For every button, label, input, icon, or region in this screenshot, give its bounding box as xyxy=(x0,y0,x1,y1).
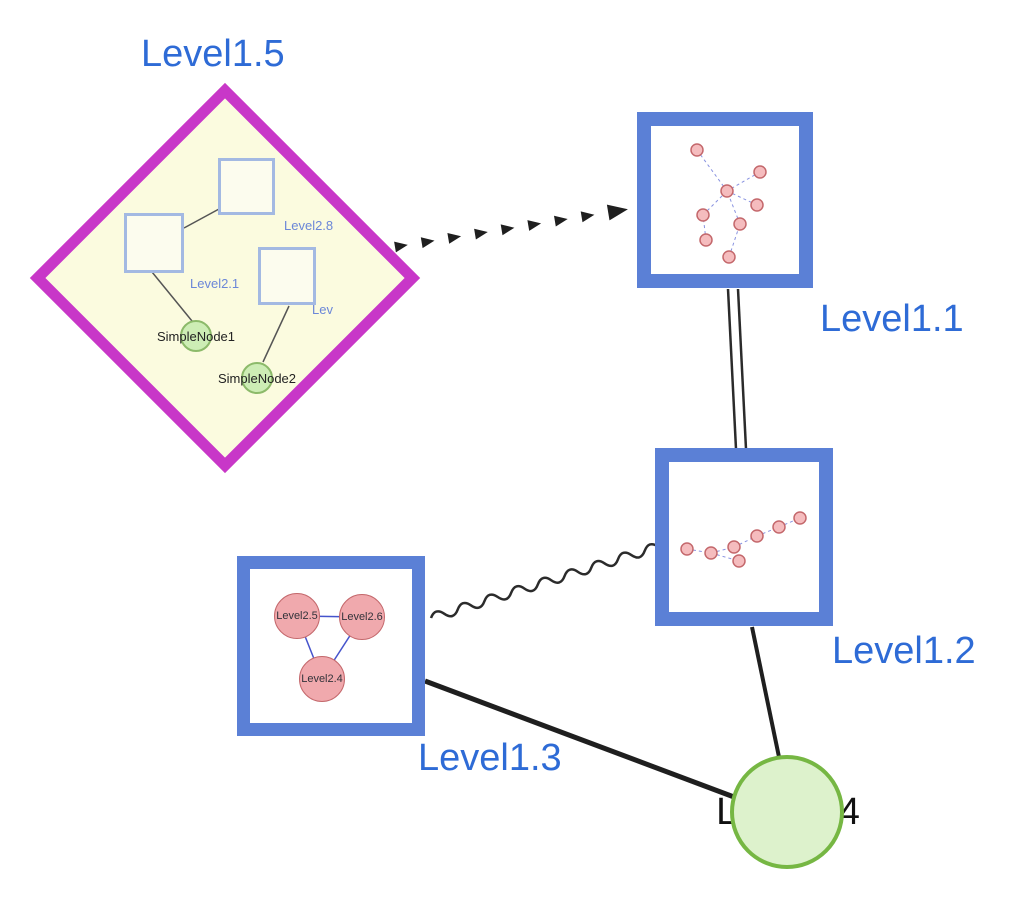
edge-level1-2-to-level1-4[interactable] xyxy=(750,626,781,758)
label-level2-4: Level2.4 xyxy=(301,673,343,685)
node-level2-1[interactable] xyxy=(124,213,184,273)
mini-node[interactable] xyxy=(722,250,736,264)
mini-node[interactable] xyxy=(772,520,786,534)
mini-node[interactable] xyxy=(750,198,764,212)
label-level1-1: Level1.1 xyxy=(820,298,964,340)
label-level1-5: Level1.5 xyxy=(141,33,285,75)
node-level2-lev[interactable] xyxy=(258,247,316,305)
mini-node[interactable] xyxy=(753,165,767,179)
mini-node[interactable] xyxy=(680,542,694,556)
mini-node[interactable] xyxy=(704,546,718,560)
node-level2-5[interactable]: Level2.5 xyxy=(274,593,320,639)
mini-node[interactable] xyxy=(732,554,746,568)
label-level2-5: Level2.5 xyxy=(276,610,318,622)
node-level1-4[interactable] xyxy=(730,755,844,869)
node-level2-4[interactable]: Level2.4 xyxy=(299,656,345,702)
node-simplenode2[interactable] xyxy=(241,362,273,394)
edge-level1-3-to-level1-4[interactable] xyxy=(424,678,735,800)
node-level2-8[interactable] xyxy=(218,158,275,215)
mini-node[interactable] xyxy=(720,184,734,198)
label-simplenode2: SimpleNode2 xyxy=(217,371,297,386)
node-level1-2[interactable] xyxy=(655,448,833,626)
edge-level2-1-to-level2-8[interactable] xyxy=(183,208,220,229)
label-level2-8: Level2.8 xyxy=(284,218,334,233)
label-level2-6: Level2.6 xyxy=(341,611,383,623)
label-level1-2: Level1.2 xyxy=(832,630,976,672)
edge-level1-5-to-level1-1-dashed-arrow[interactable] xyxy=(394,204,628,253)
mini-node[interactable] xyxy=(696,208,710,222)
mini-node[interactable] xyxy=(727,540,741,554)
mini-node[interactable] xyxy=(793,511,807,525)
edge-lev-to-simplenode2[interactable] xyxy=(262,305,290,363)
edge-level1-3-to-level1-2-wavy[interactable] xyxy=(429,542,660,622)
label-level2-1: Level2.1 xyxy=(190,276,240,291)
mini-node[interactable] xyxy=(750,529,764,543)
mini-node[interactable] xyxy=(733,217,747,231)
label-simplenode1: SimpleNode1 xyxy=(156,329,236,344)
label-level1-3: Level1.3 xyxy=(418,737,562,779)
mini-node[interactable] xyxy=(690,143,704,157)
edge-level2-1-to-simplenode1[interactable] xyxy=(151,271,193,322)
node-level1-3[interactable]: Level2.5 Level2.6 Level2.4 xyxy=(237,556,425,736)
node-level1-1[interactable] xyxy=(637,112,813,288)
level1-2-mini-graph xyxy=(680,511,807,568)
mini-node[interactable] xyxy=(699,233,713,247)
edge-level1-1-to-level1-2-double[interactable] xyxy=(726,288,748,450)
node-simplenode1[interactable] xyxy=(180,320,212,352)
node-level2-6[interactable]: Level2.6 xyxy=(339,594,385,640)
label-level2-lev: Lev xyxy=(312,302,333,317)
level1-1-mini-graph xyxy=(690,143,767,264)
